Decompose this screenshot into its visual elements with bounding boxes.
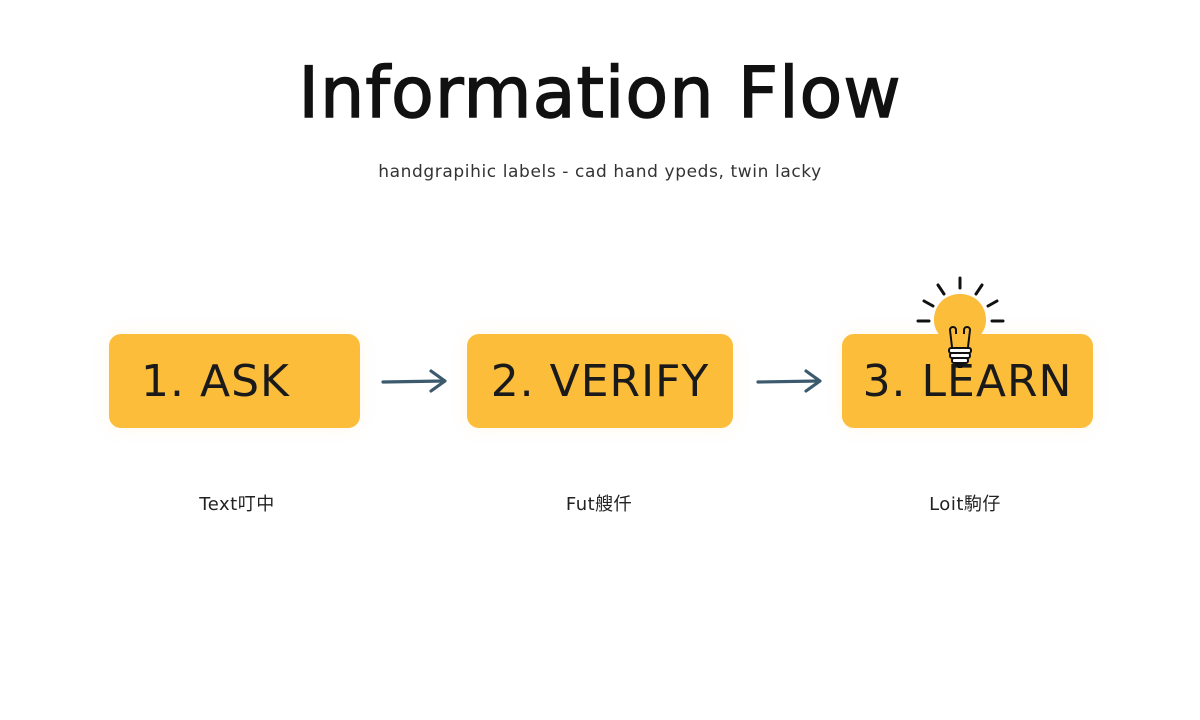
arrow-right-icon (756, 369, 822, 393)
step-label-verify: 2. VERIFY (490, 355, 710, 407)
caption-learn: Loit駒仔 (929, 494, 1001, 515)
diagram-title: Information Flow (298, 52, 902, 134)
caption-ask: Text叮中 (199, 494, 275, 515)
step-box-verify: 2. VERIFY (467, 334, 733, 428)
diagram-subtitle: handgrapihic labels - cad hand ypeds, tw… (378, 162, 822, 182)
arrow-right-icon (381, 369, 447, 393)
lightbulb-icon (916, 276, 1005, 368)
step-box-ask: 1. ASK (109, 334, 360, 428)
step-label-learn: 3. LEARN (862, 355, 1073, 407)
caption-verify: Fut艘仟 (565, 494, 633, 515)
step-label-ask: 1. ASK (141, 355, 290, 407)
